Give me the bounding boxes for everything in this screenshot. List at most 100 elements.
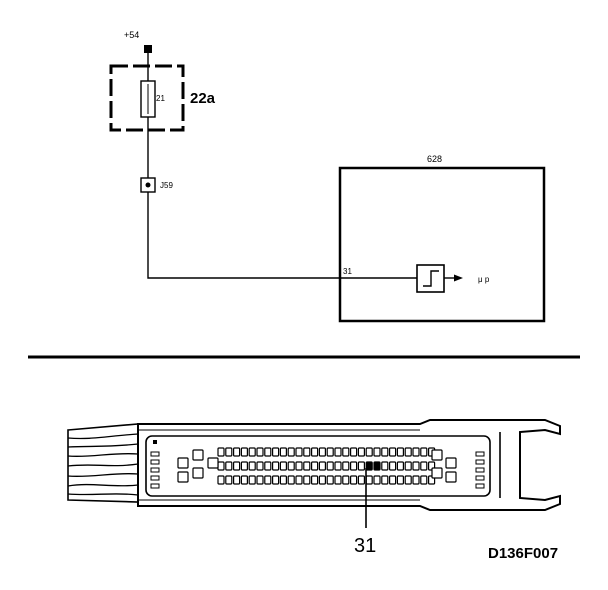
connector-pin	[404, 461, 412, 471]
connector-pin	[350, 475, 358, 485]
connector-pin	[318, 475, 326, 485]
connector-pin	[272, 475, 280, 485]
connector-pin	[420, 475, 428, 485]
cable-bundle	[67, 423, 139, 503]
connector-pin	[342, 461, 350, 471]
connector-pin	[295, 461, 303, 471]
connector-pin	[396, 447, 404, 457]
connector-pin	[389, 447, 397, 457]
connector-pin	[240, 461, 248, 471]
connector-pin	[192, 449, 204, 461]
connector-pin	[311, 447, 319, 457]
connector-pin	[311, 461, 319, 471]
fuse-box-label: 22a	[190, 90, 216, 107]
connector-pin	[279, 447, 287, 457]
connector-pin	[207, 457, 219, 469]
index-mark	[153, 440, 157, 444]
connector-pin	[396, 461, 404, 471]
connector-pin	[256, 447, 264, 457]
connector-pin	[420, 461, 428, 471]
connector-pin	[381, 461, 389, 471]
connector-pin	[373, 461, 381, 471]
connector-pin	[373, 475, 381, 485]
connector-pin	[311, 475, 319, 485]
connector-pin	[272, 447, 280, 457]
latch-rib	[475, 475, 485, 481]
connector-pin	[396, 475, 404, 485]
signal-conditioner-symbol	[416, 264, 445, 293]
control-unit-label: 628	[427, 154, 442, 164]
output-label: μ p	[478, 275, 490, 284]
connector-pin	[373, 447, 381, 457]
connector-pin	[334, 447, 342, 457]
connector-pin	[342, 447, 350, 457]
connector-pin	[233, 447, 241, 457]
latch-rib	[150, 459, 160, 465]
pin-callout-label: 31	[354, 535, 376, 557]
connector-pin	[412, 447, 420, 457]
connector-pin	[192, 467, 204, 479]
connector-pin	[445, 457, 457, 469]
control-unit-pin-label: 31	[343, 267, 352, 276]
connector-pin	[264, 475, 272, 485]
latch-rib	[150, 467, 160, 473]
connector-pin	[357, 475, 365, 485]
connector-pin	[334, 475, 342, 485]
connector-pin	[279, 461, 287, 471]
connector-pin	[326, 475, 334, 485]
latch-rib	[475, 483, 485, 489]
connector-pin	[264, 461, 272, 471]
latch-rib	[475, 459, 485, 465]
figure-code: D136F007	[488, 545, 558, 562]
connector-pin	[445, 471, 457, 483]
connector-illustration	[67, 419, 561, 511]
connector-pin	[326, 461, 334, 471]
connector-pin	[350, 461, 358, 471]
connector-pin	[389, 461, 397, 471]
connector-pin	[389, 475, 397, 485]
junction-dot	[145, 182, 151, 188]
connector-pin	[381, 475, 389, 485]
connector-pin	[240, 447, 248, 457]
connector-pin	[365, 447, 373, 457]
connector-pin	[420, 447, 428, 457]
connector-pin	[240, 475, 248, 485]
connector-pin	[318, 447, 326, 457]
connector-pin	[431, 467, 443, 479]
junction-label: J59	[160, 181, 173, 190]
fuse-box-22a	[109, 64, 185, 132]
connector-pin	[412, 461, 420, 471]
connector-pin	[264, 447, 272, 457]
connector-pin	[177, 471, 189, 483]
connector-pin	[357, 461, 365, 471]
connector-pin	[217, 447, 225, 457]
connector-pin	[334, 461, 342, 471]
connector-pin	[365, 461, 373, 471]
connector-pin	[233, 475, 241, 485]
connector-pin	[272, 461, 280, 471]
connector-pin	[326, 447, 334, 457]
connector-pin	[177, 457, 189, 469]
connector-pin	[279, 475, 287, 485]
trigger-waveform-icon	[423, 270, 439, 287]
connector-pin	[256, 461, 264, 471]
connector-pin	[287, 475, 295, 485]
supply-terminal	[144, 45, 152, 53]
output-arrow-icon	[454, 274, 463, 282]
connector-pin	[412, 475, 420, 485]
connector-pin	[381, 447, 389, 457]
connector-pin	[225, 447, 233, 457]
latch-ribs	[150, 440, 485, 489]
connector-pin	[404, 475, 412, 485]
latch-rib	[150, 483, 160, 489]
connector-pin	[303, 475, 311, 485]
latch-rib	[150, 475, 160, 481]
latch-rib	[150, 451, 160, 457]
connector-pin	[357, 447, 365, 457]
connector-pin	[303, 447, 311, 457]
connector-pin	[365, 475, 373, 485]
connector-pins	[177, 447, 457, 485]
supply-label: +54	[124, 30, 139, 40]
connector-pin	[350, 447, 358, 457]
